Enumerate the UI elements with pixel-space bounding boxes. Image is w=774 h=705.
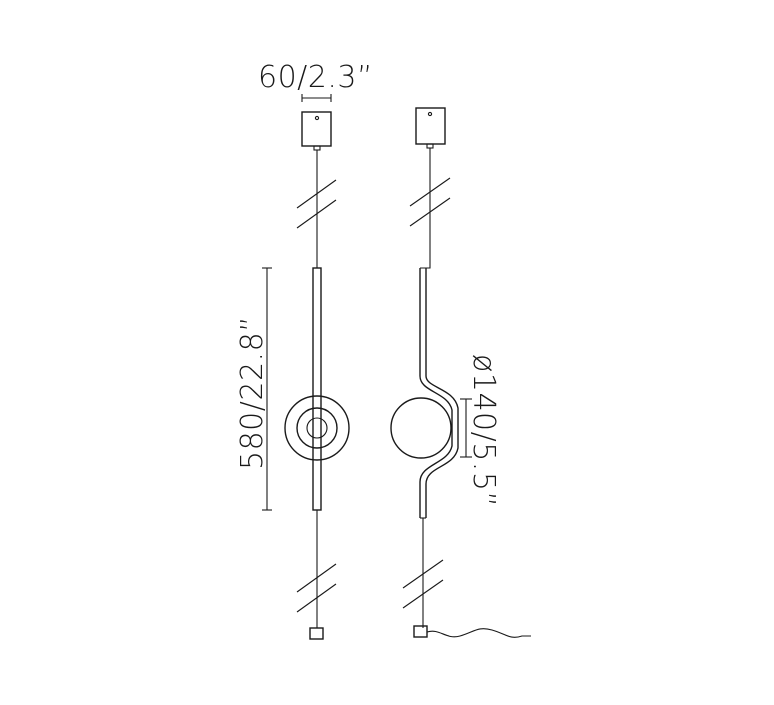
front-plug [309,627,324,640]
globe-diameter-label: ø140/5.5” [466,354,501,507]
body-height-dimension: 580/22.8” [235,267,272,511]
globe-diameter-dimension: ø140/5.5” [460,354,501,507]
side-rod [419,268,453,518]
side-canopy [415,107,446,145]
side-plug [413,625,428,638]
body-height-label: 580/22.8” [235,316,270,470]
side-upper-break-mark [409,177,451,227]
front-upper-break-mark [296,179,337,229]
canopy-width-label: 60/2.3” [258,60,373,95]
side-lower-break-mark [402,559,444,609]
front-view: 60/2.3” 580/22.8” [235,60,373,640]
side-view: ø140/5.5” [390,107,531,638]
side-globe [390,397,452,459]
front-rod [312,267,322,511]
front-disc [284,395,350,461]
front-lower-break-mark [296,563,337,613]
front-canopy [301,111,332,147]
canopy-width-dimension: 60/2.3” [258,60,373,102]
side-trailing-cable [426,628,531,638]
